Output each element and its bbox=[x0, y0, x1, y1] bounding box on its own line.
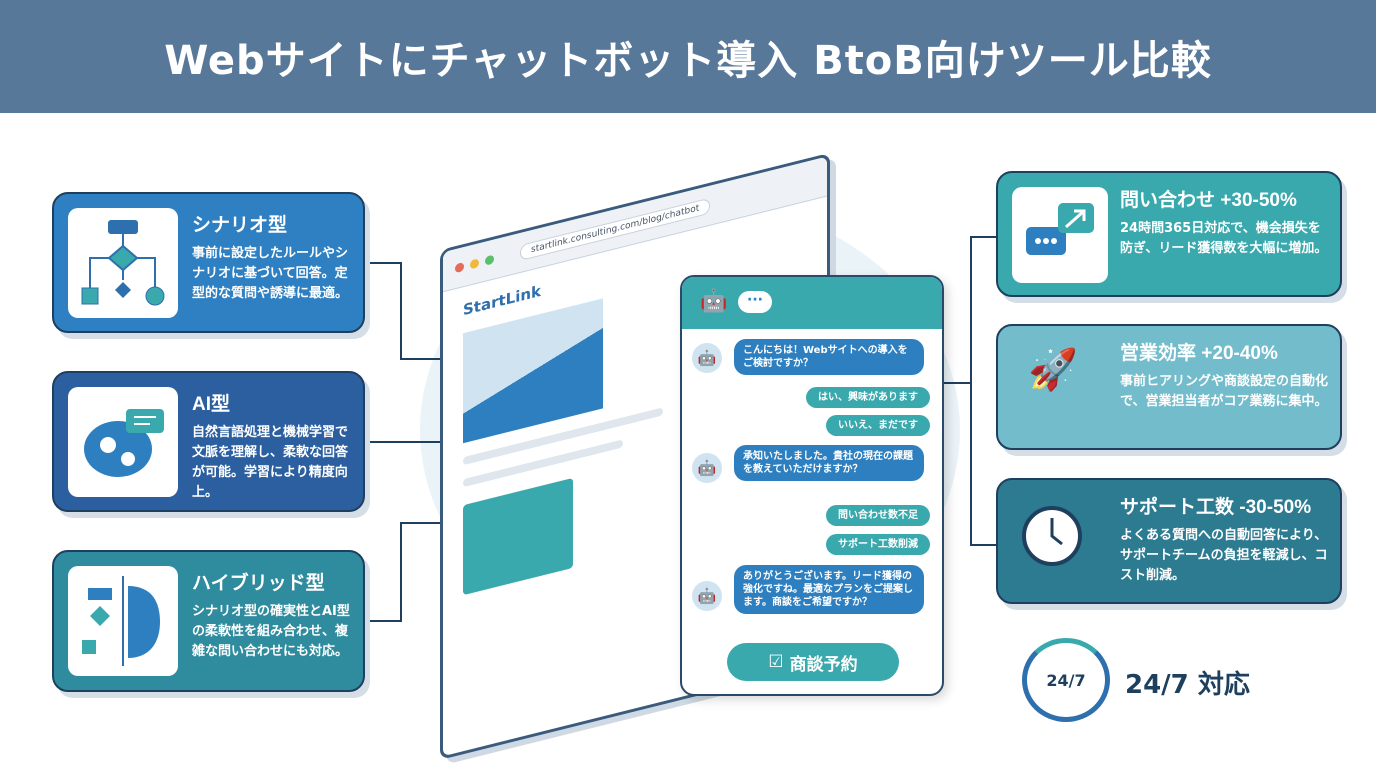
card-title: AI型 bbox=[192, 394, 231, 415]
content-block bbox=[463, 477, 573, 596]
quick-reply-button[interactable]: サポート工数削減 bbox=[826, 534, 930, 555]
card-desc: 自然言語処理と機械学習で文脈を理解し、柔軟な回答が可能。学習により精度向上。 bbox=[192, 425, 349, 500]
card-scenario: シナリオ型 事前に設定したルールやシナリオに基づいて回答。定型的な質問や誘導に最… bbox=[52, 192, 365, 333]
connector bbox=[365, 441, 440, 443]
connector bbox=[400, 358, 440, 360]
quick-reply-button[interactable]: 問い合わせ数不足 bbox=[826, 505, 930, 526]
card-title: ハイブリッド型 bbox=[192, 573, 325, 594]
card-desc: よくある質問への自動回答により、サポートチームの負担を軽減し、コスト削減。 bbox=[1120, 528, 1328, 583]
connector bbox=[400, 522, 440, 524]
card-desc: 事前に設定したルールやシナリオに基づいて回答。定型的な質問や誘導に最適。 bbox=[192, 246, 349, 301]
24-7-label: 24/7 対応 bbox=[1125, 670, 1250, 700]
connector bbox=[970, 236, 996, 238]
card-hybrid: ハイブリッド型 シナリオ型の確実性とAI型の柔軟性を組み合わせ、複雑な問い合わせ… bbox=[52, 550, 365, 692]
quick-reply-button[interactable]: はい、興味があります bbox=[806, 387, 930, 408]
card-desc: 事前ヒアリングや商談設定の自動化で、営業担当者がコア業務に集中。 bbox=[1120, 374, 1329, 409]
brain-gear-icon bbox=[68, 387, 178, 497]
chatbot-panel: 🤖 ··· 🤖 こんにちは！Webサイトへの導入をご検討ですか？ はい、興味があ… bbox=[680, 275, 944, 696]
card-title: 営業効率 +20-40% bbox=[1120, 343, 1278, 364]
card-support-cost: サポート工数 -30-50% よくある質問への自動回答により、サポートチームの負… bbox=[996, 478, 1342, 604]
clock-down-icon bbox=[1022, 506, 1082, 566]
connector bbox=[400, 522, 402, 622]
card-ai: AI型 自然言語処理と機械学習で文脈を理解し、柔軟な回答が可能。学習により精度向… bbox=[52, 371, 365, 512]
close-dot-icon[interactable] bbox=[455, 262, 464, 274]
page-title: Webサイトにチャットボット導入 BtoB向けツール比較 bbox=[164, 37, 1212, 84]
card-title: 問い合わせ +30-50% bbox=[1120, 190, 1297, 211]
bot-message: ありがとうございます。リード獲得の強化ですね。最適なプランをご提案します。商談を… bbox=[734, 565, 924, 614]
cta-label: 商談予約 bbox=[789, 654, 858, 675]
header: Webサイトにチャットボット導入 BtoB向けツール比較 bbox=[0, 0, 1376, 113]
flowchart-icon bbox=[68, 208, 178, 318]
clock-label: 24/7 bbox=[1046, 670, 1086, 690]
chat-header: 🤖 ··· bbox=[682, 277, 942, 329]
connector bbox=[365, 262, 401, 264]
card-inquiries: 問い合わせ +30-50% 24時間365日対応で、機会損失を防ぎ、リード獲得数… bbox=[996, 171, 1342, 297]
text-placeholder bbox=[463, 439, 623, 488]
bot-message: 承知いたしました。貴社の現在の課題を教えていただけますか？ bbox=[734, 445, 924, 481]
connector bbox=[365, 620, 401, 622]
bot-avatar-icon: 🤖 bbox=[692, 453, 722, 483]
robot-icon: 🤖 bbox=[700, 289, 728, 314]
bot-message: こんにちは！Webサイトへの導入をご検討ですか？ bbox=[734, 339, 924, 375]
chat-bubble-icon: ··· bbox=[738, 291, 772, 313]
bot-avatar-icon: 🤖 bbox=[692, 581, 722, 611]
connector bbox=[400, 262, 402, 360]
card-sales-efficiency: 🚀 営業効率 +20-40% 事前ヒアリングや商談設定の自動化で、営業担当者がコ… bbox=[996, 324, 1342, 450]
connector bbox=[944, 382, 972, 384]
card-desc: 24時間365日対応で、機会損失を防ぎ、リード獲得数を大幅に増加。 bbox=[1120, 221, 1328, 256]
book-meeting-button[interactable]: ☑商談予約 bbox=[727, 643, 899, 681]
connector bbox=[970, 544, 996, 546]
chat-arrow-up-icon bbox=[1012, 187, 1108, 283]
quick-reply-button[interactable]: いいえ、まだです bbox=[826, 415, 930, 436]
card-title: サポート工数 -30-50% bbox=[1120, 497, 1312, 518]
maximize-dot-icon[interactable] bbox=[485, 254, 494, 266]
minimize-dot-icon[interactable] bbox=[470, 258, 479, 270]
card-desc: シナリオ型の確実性とAI型の柔軟性を組み合わせ、複雑な問い合わせにも対応。 bbox=[192, 604, 350, 659]
rocket-funnel-icon: 🚀 bbox=[1028, 347, 1078, 393]
24-7-clock-icon: 24/7 bbox=[1022, 638, 1110, 722]
card-title: シナリオ型 bbox=[192, 215, 288, 236]
bot-avatar-icon: 🤖 bbox=[692, 343, 722, 373]
calendar-check-icon: ☑ bbox=[768, 652, 784, 672]
connector bbox=[970, 236, 972, 546]
hybrid-icon bbox=[68, 566, 178, 676]
